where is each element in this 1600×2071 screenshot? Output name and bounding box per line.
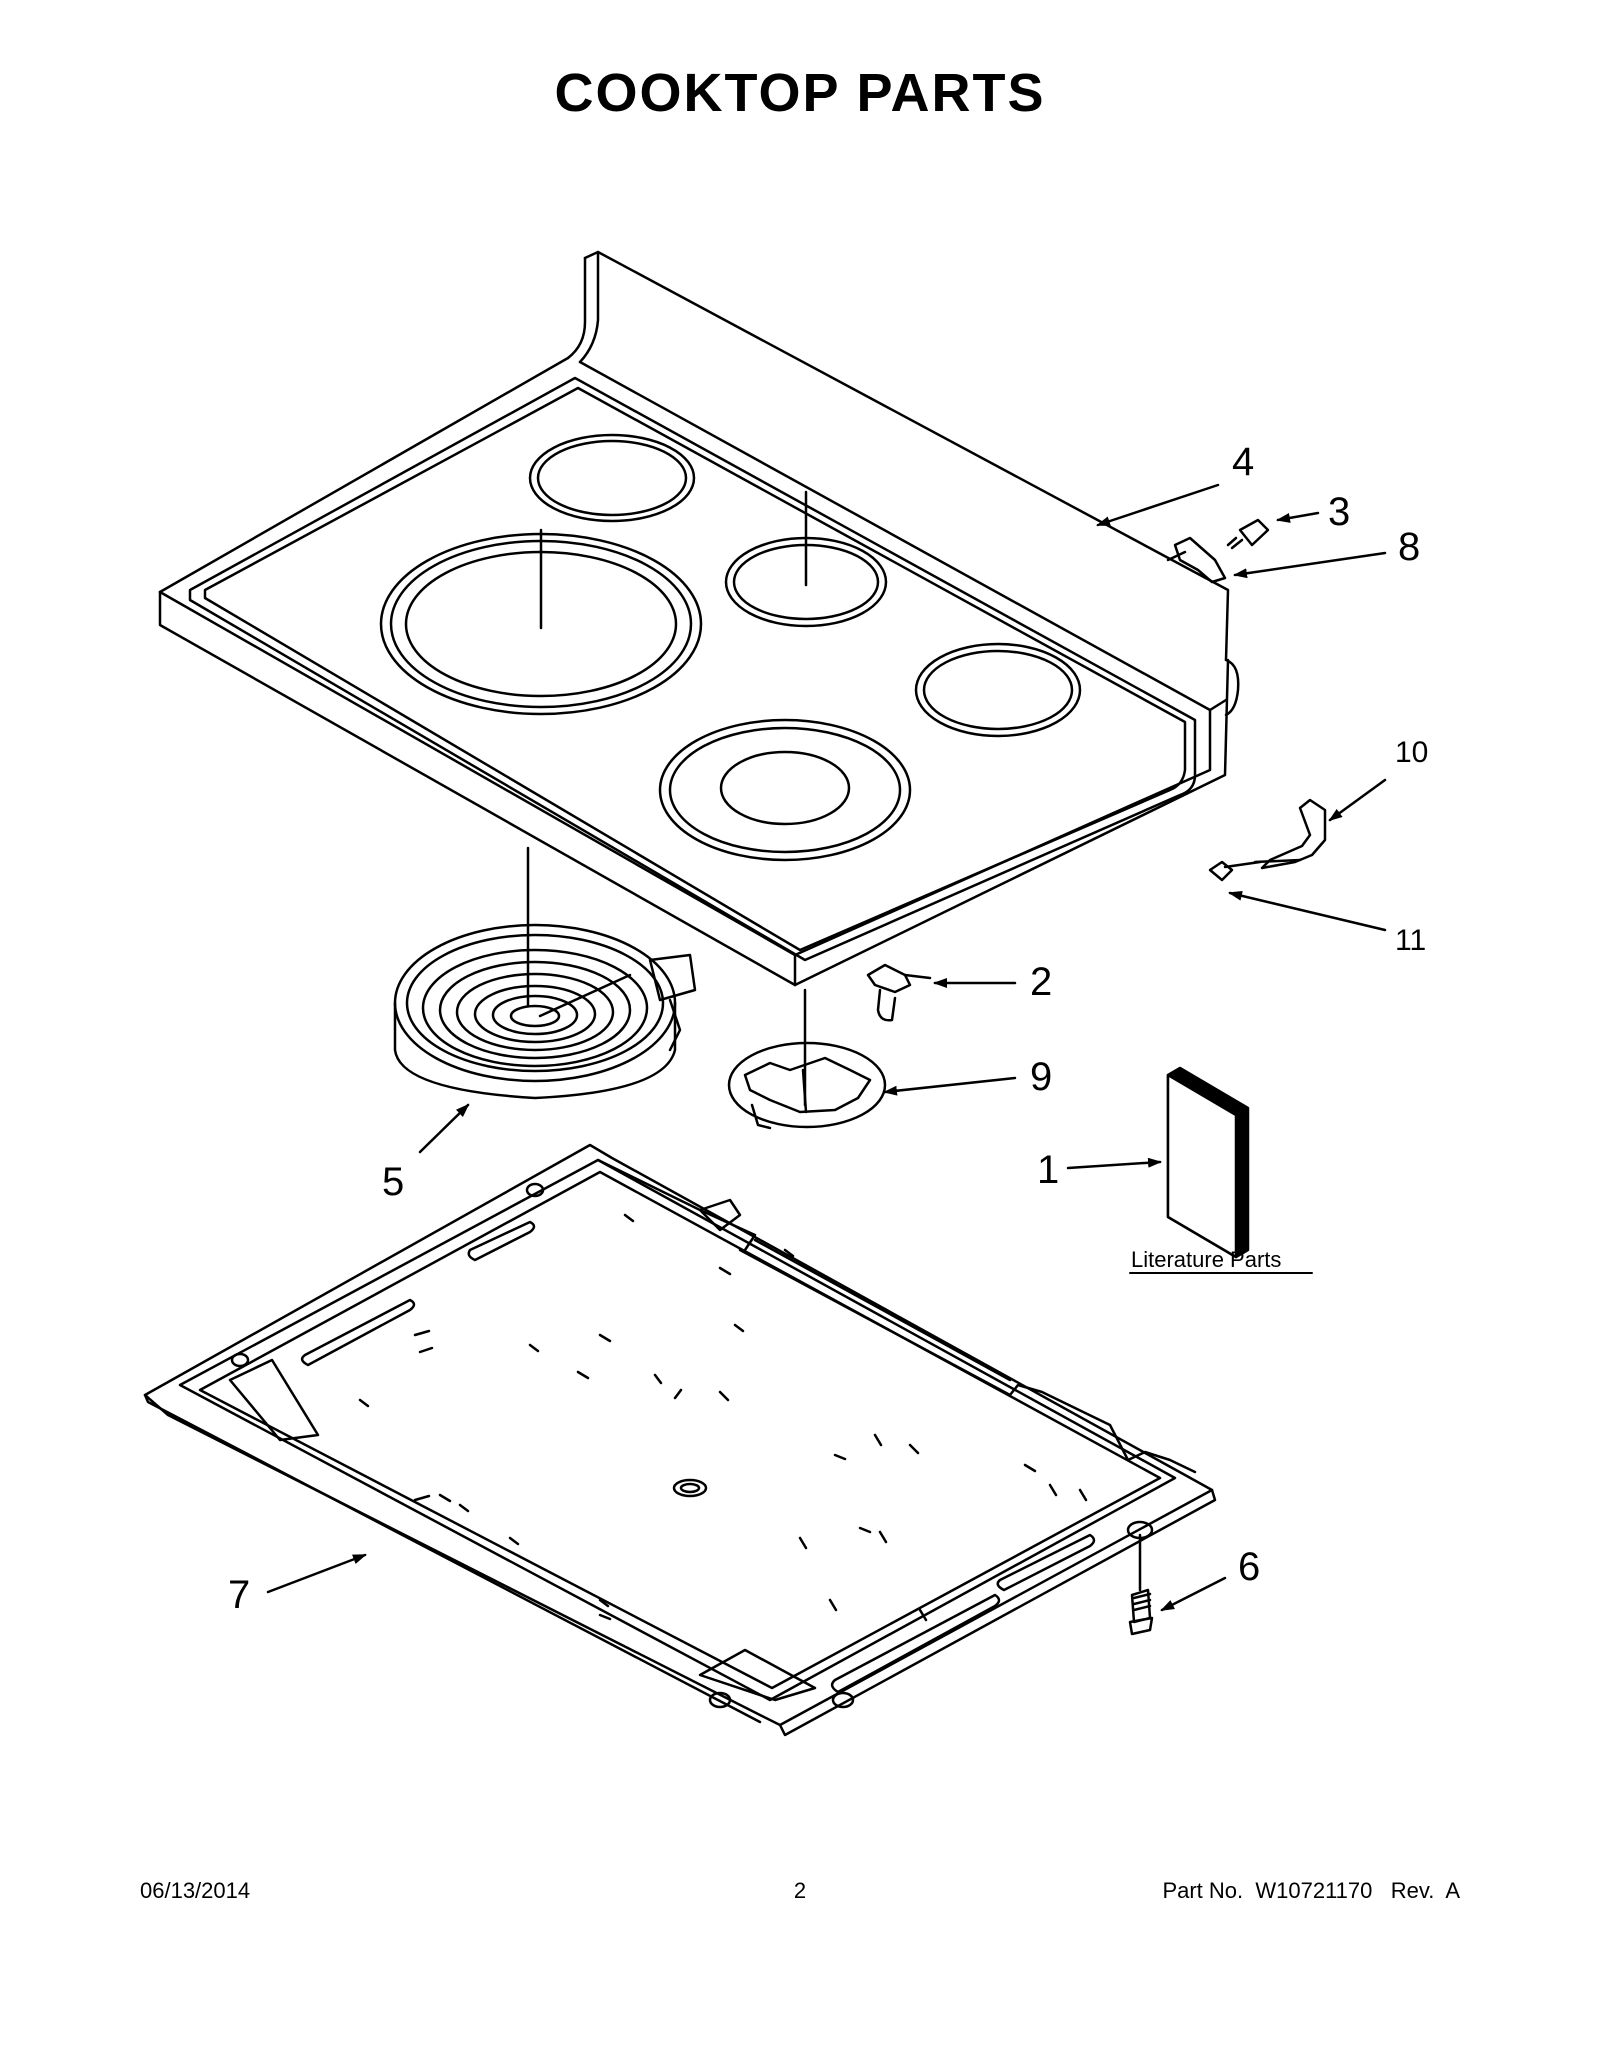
literature-booklet — [1166, 1066, 1250, 1259]
callout-10: 10 — [1395, 736, 1428, 769]
bracket-clip — [1166, 536, 1227, 584]
limiter-switch — [866, 963, 932, 1022]
cooktop-assembly — [158, 250, 1240, 987]
bracket-screw — [1208, 860, 1234, 882]
callout-6: 6 — [1238, 1545, 1260, 1589]
callout-arrows — [266, 483, 1387, 1612]
screw-small — [1226, 518, 1270, 550]
literature-parts-label: Literature Parts — [1131, 1247, 1281, 1272]
callout-labels: 1 2 3 4 5 6 7 8 9 10 11 Literature Parts — [228, 440, 1428, 1617]
footer-date: 06/13/2014 — [140, 1878, 251, 1903]
callout-11: 11 — [1395, 924, 1426, 957]
reflector-plate — [727, 1041, 887, 1130]
callout-7: 7 — [228, 1573, 250, 1617]
callout-4: 4 — [1232, 440, 1254, 484]
callout-2: 2 — [1030, 960, 1052, 1004]
mounting-bracket — [1223, 798, 1327, 870]
callout-1: 1 — [1037, 1148, 1059, 1192]
callout-3: 3 — [1328, 490, 1350, 534]
leveling-screw — [1128, 1533, 1154, 1636]
callout-9: 9 — [1030, 1055, 1052, 1099]
callout-5: 5 — [382, 1160, 404, 1204]
cooktop-burners — [379, 433, 1082, 862]
callout-8: 8 — [1398, 525, 1420, 569]
footer-page-number: 2 — [793, 1878, 807, 1903]
burner-box-tray — [143, 1143, 1217, 1737]
radiant-element — [393, 923, 697, 1100]
page-title: COOKTOP PARTS — [554, 63, 1046, 123]
footer-part-number: Part No. W10721170 Rev. A — [1162, 1878, 1460, 1903]
